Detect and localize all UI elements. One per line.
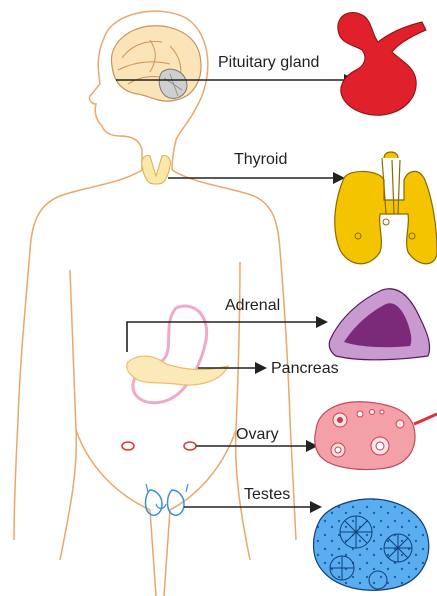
pituitary-gland-illustration — [338, 12, 426, 115]
label-thyroid: Thyroid — [234, 152, 287, 168]
ovaries-small — [122, 442, 196, 450]
label-pituitary-gland: Pituitary gland — [218, 55, 319, 71]
stomach-pancreas — [127, 306, 228, 403]
testes-small — [146, 484, 189, 515]
thyroid-small — [142, 155, 171, 184]
thyroid-illustration — [335, 152, 437, 264]
ovary-illustration — [315, 402, 437, 470]
testes-illustration — [314, 499, 429, 590]
label-adrenal: Adrenal — [225, 298, 280, 314]
label-ovary: Ovary — [236, 427, 279, 443]
label-pancreas: Pancreas — [271, 361, 339, 377]
adrenal-illustration — [329, 289, 429, 360]
label-testes: Testes — [244, 487, 290, 503]
brain-illustration — [111, 26, 201, 101]
arrow-adrenal — [127, 322, 326, 352]
